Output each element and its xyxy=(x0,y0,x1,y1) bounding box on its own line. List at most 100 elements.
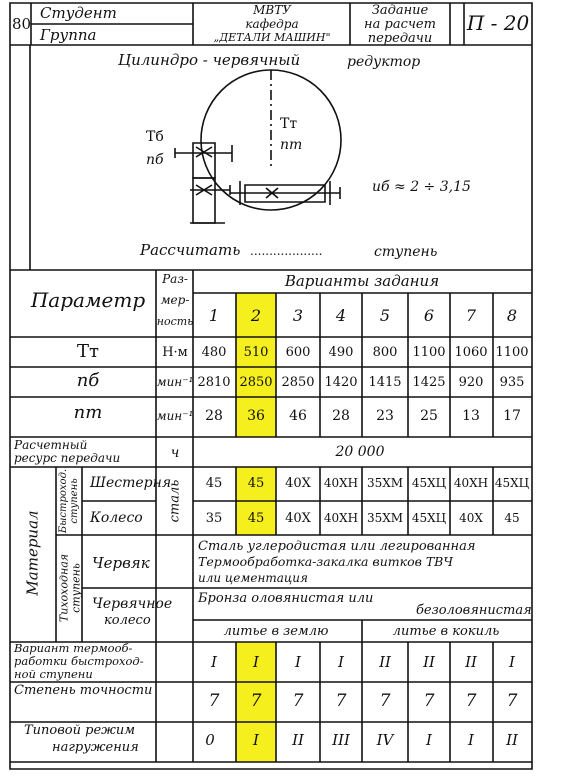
worm-wheel-text-1: Бронза оловянистая или xyxy=(198,591,374,606)
fast-group-1: Быстроход. xyxy=(58,468,69,534)
load-v2: I xyxy=(253,731,259,749)
casting-sand: литье в землю xyxy=(223,624,329,639)
student-label: Студент xyxy=(40,4,117,22)
row-nt-v7: 13 xyxy=(462,408,480,424)
load-v1: 0 xyxy=(205,731,215,749)
row-nb-v2: 2850 xyxy=(239,375,273,390)
load-v3: II xyxy=(292,731,304,749)
wheel-v7: 40Х xyxy=(459,511,483,525)
row-nt-v3: 46 xyxy=(289,408,307,424)
wheel-v1: 35 xyxy=(205,511,223,526)
load-v6: I xyxy=(426,731,432,749)
row-nb-v1: 2810 xyxy=(197,375,231,390)
heat-label-3: ной ступени xyxy=(14,667,93,681)
wheel-v5: 35ХМ xyxy=(366,511,404,525)
row-nt-v4: 28 xyxy=(332,408,350,424)
calc-dots: ................... xyxy=(250,244,323,258)
row-nb-unit: мин⁻¹ xyxy=(156,375,194,389)
task-line-1: Задание xyxy=(371,3,429,18)
casting-chill: литье в кокиль xyxy=(392,624,500,639)
wheel-v3: 40Х xyxy=(285,511,311,526)
gearbox-drawing xyxy=(0,45,561,270)
row-nt-v6: 25 xyxy=(420,408,438,424)
gear-v8: 45ХЦ xyxy=(494,476,530,490)
resource-value: 20 000 xyxy=(335,444,385,460)
heat-v4: I xyxy=(338,653,344,671)
ratio-label: uб ≈ 2 ÷ 3,15 xyxy=(372,179,471,195)
accuracy-v4: 7 xyxy=(335,691,347,711)
gear-v6: 45ХЦ xyxy=(411,476,447,490)
variants-header: Варианты задания xyxy=(284,272,440,290)
heat-v2: I xyxy=(253,653,259,671)
accuracy-v5: 7 xyxy=(379,691,391,711)
variant-2: 2 xyxy=(250,306,262,325)
highlight-variant-2-top xyxy=(236,293,276,437)
accuracy-v6: 7 xyxy=(423,691,435,711)
label-tt: Tт xyxy=(280,116,298,132)
variant-7: 7 xyxy=(465,306,477,325)
wheel-v8: 45 xyxy=(504,511,520,525)
row-nt-v8: 17 xyxy=(503,408,521,424)
gear-v7: 40ХН xyxy=(453,476,489,490)
worm-text-3: или цементация xyxy=(198,571,308,585)
row-tt-v6: 1100 xyxy=(412,345,446,360)
worm-wheel-text-2: безоловянистая xyxy=(416,603,532,618)
worm-wheel-label-2: колесо xyxy=(104,613,151,628)
dim-header-2: мер- xyxy=(160,293,190,307)
variant-8: 8 xyxy=(506,306,518,325)
row-nb-v8: 935 xyxy=(499,375,525,390)
accuracy-v1: 7 xyxy=(208,691,220,711)
gear-v2: 45 xyxy=(247,476,265,491)
gear-v5: 35ХМ xyxy=(366,476,404,490)
calc-left: Рассчитать xyxy=(140,241,241,259)
material-label: Материал xyxy=(23,510,42,596)
row-tt-v7: 1060 xyxy=(454,345,488,360)
variant-5: 5 xyxy=(379,306,391,325)
task-line-2: на расчет xyxy=(364,17,436,32)
row-nt-unit: мин⁻¹ xyxy=(156,409,194,423)
load-label-1: Типовой режим xyxy=(24,723,136,738)
highlight-variant-2-bottom xyxy=(236,642,276,762)
row-nb-v7: 920 xyxy=(458,375,484,390)
wheel-label: Колесо xyxy=(90,510,143,526)
load-v5: IV xyxy=(376,731,394,749)
heat-v5: II xyxy=(379,653,391,671)
accuracy-label: Степень точности xyxy=(14,683,153,698)
page-number: 80 xyxy=(12,15,32,33)
institute-line-2: кафедра xyxy=(245,17,299,31)
row-tt-v1: 480 xyxy=(201,345,227,360)
row-nb-param: nб xyxy=(76,370,100,391)
row-tt-param: Tт xyxy=(77,341,99,362)
row-tt-v4: 490 xyxy=(328,345,354,360)
heat-label-1: Вариант термооб- xyxy=(14,641,133,655)
heat-v7: II xyxy=(465,653,477,671)
resource-unit: ч xyxy=(170,445,180,461)
institute-line-1: МВТУ xyxy=(253,3,291,17)
worm-label: Червяк xyxy=(92,554,150,572)
param-header: Параметр xyxy=(30,288,146,312)
load-v8: II xyxy=(506,731,518,749)
heat-v8: I xyxy=(509,653,515,671)
gear-v4: 40ХН xyxy=(323,476,359,490)
accuracy-v8: 7 xyxy=(506,691,518,711)
heat-label-2: работки быстроход- xyxy=(14,654,144,668)
worm-text-1: Сталь углеродистая или легированная xyxy=(198,539,476,554)
accuracy-v7: 7 xyxy=(465,691,477,711)
fast-group-2: ступень xyxy=(69,478,80,524)
scheme-title-right: редуктор xyxy=(347,54,421,70)
row-nb-v3: 2850 xyxy=(281,375,315,390)
worm-wheel-label-1: Червячное xyxy=(92,596,173,612)
row-nt-param: nт xyxy=(73,402,103,423)
dim-header-1: Раз- xyxy=(162,272,188,286)
heat-v1: I xyxy=(211,653,217,671)
accuracy-v3: 7 xyxy=(292,691,304,711)
wheel-v2: 45 xyxy=(247,511,265,526)
task-code: П - 20 xyxy=(466,11,530,35)
dim-header-3: ность xyxy=(156,315,194,328)
row-tt-v5: 800 xyxy=(372,345,398,360)
row-nb-v4: 1420 xyxy=(324,375,358,390)
task-line-3: передачи xyxy=(367,31,433,46)
heat-v6: II xyxy=(423,653,435,671)
